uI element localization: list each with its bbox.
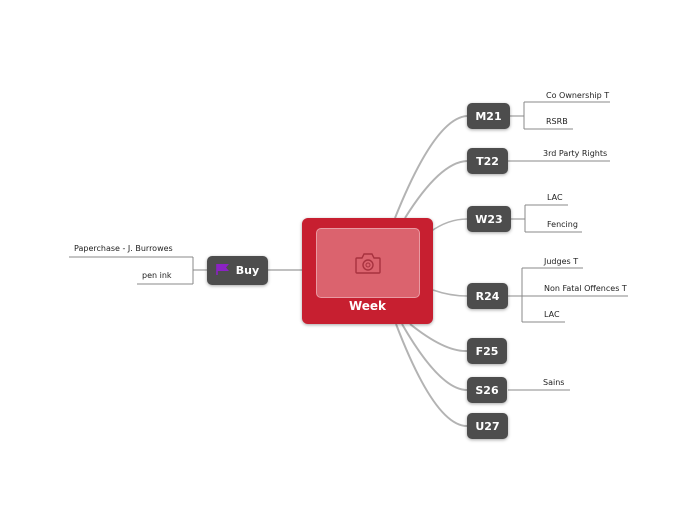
leaf-non-fatal-offences[interactable]: Non Fatal Offences T	[544, 284, 627, 293]
branch-r24[interactable]: R24	[467, 283, 508, 309]
connector-w23	[429, 218, 468, 233]
connector-buy-leaves	[69, 256, 207, 285]
leaf-co-ownership[interactable]: Co Ownership T	[546, 91, 610, 100]
leaf-lac-w23[interactable]: LAC	[547, 193, 563, 202]
connector-r24	[432, 289, 468, 297]
leaf-fencing[interactable]: Fencing	[547, 220, 578, 229]
leaf-sains[interactable]: Sains	[543, 378, 565, 387]
connector-u27	[395, 323, 468, 427]
connector-w23-leaves	[511, 204, 582, 233]
connector-f25	[409, 323, 468, 353]
branch-w23[interactable]: W23	[467, 206, 511, 232]
connector-m21-leaves	[510, 101, 610, 130]
connector-t22	[404, 160, 468, 219]
branch-u27[interactable]: U27	[467, 413, 508, 439]
leaf-lac-r24[interactable]: LAC	[544, 310, 560, 319]
connector-m21	[394, 115, 468, 219]
leaf-pen-ink[interactable]: pen ink	[142, 271, 172, 280]
connector-r24-leaves	[508, 267, 628, 323]
central-topic-title: Week	[348, 299, 387, 313]
branch-s26[interactable]: S26	[467, 377, 507, 403]
leaf-judges[interactable]: Judges T	[544, 257, 579, 266]
leaf-3rd-party-rights[interactable]: 3rd Party Rights	[543, 149, 608, 158]
branch-m21[interactable]: M21	[467, 103, 510, 129]
branch-buy[interactable]: Buy	[207, 256, 268, 285]
branch-f25[interactable]: F25	[467, 338, 507, 364]
branch-buy-label: Buy	[235, 264, 260, 277]
image-placeholder[interactable]	[316, 228, 420, 298]
central-topic[interactable]: Week	[302, 218, 433, 324]
connector-s26	[401, 323, 468, 391]
leaf-rsrb[interactable]: RSRB	[546, 117, 568, 126]
camera-icon	[355, 253, 381, 274]
flag-icon	[215, 263, 230, 279]
branch-t22[interactable]: T22	[467, 148, 508, 174]
leaf-paperchase[interactable]: Paperchase - J. Burrowes	[74, 244, 173, 253]
